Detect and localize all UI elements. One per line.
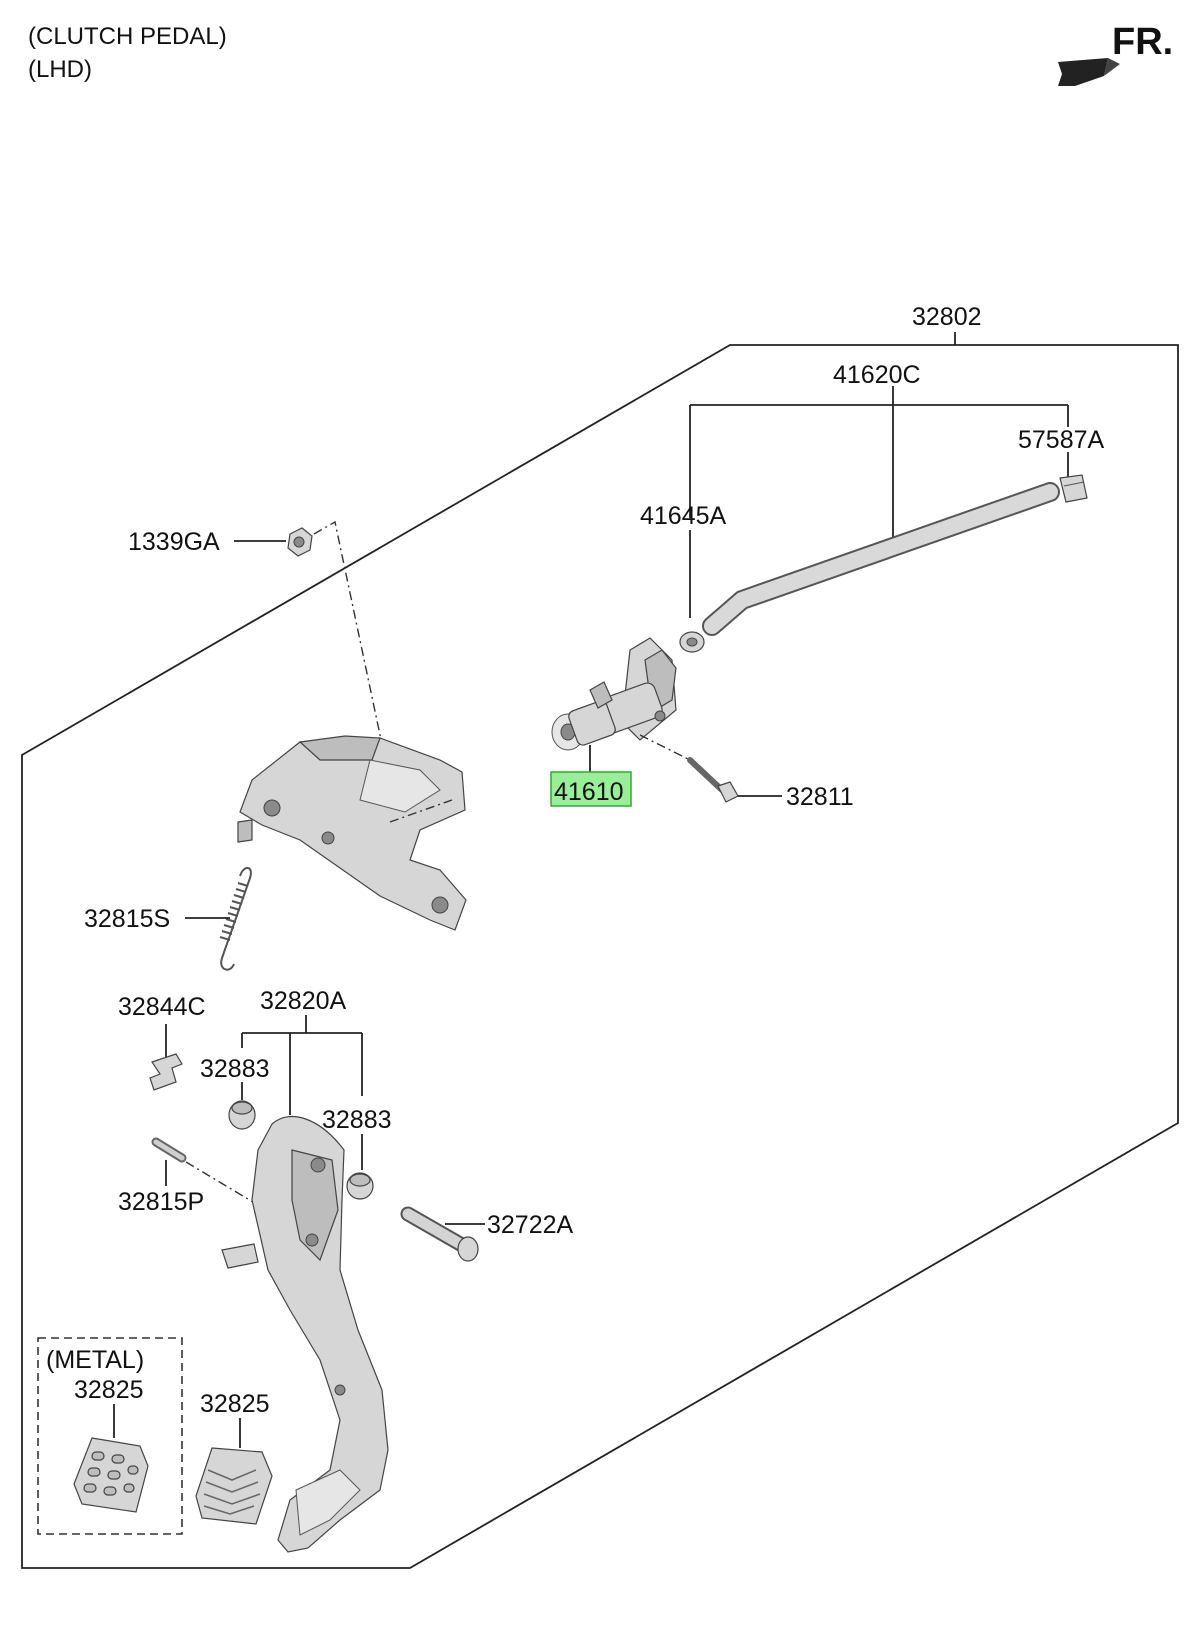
label-32820A[interactable]: 32820A (260, 987, 347, 1015)
label-32815P[interactable]: 32815P (118, 1188, 204, 1216)
label-metal: (METAL) (46, 1346, 144, 1374)
label-32825-metal[interactable]: 32825 (74, 1376, 144, 1404)
clutch-pedal-arm (221, 1115, 389, 1553)
pin-32815P (151, 1137, 187, 1163)
label-1339GA[interactable]: 1339GA (128, 528, 220, 556)
centerline-32815P (185, 1161, 259, 1206)
metal-option-box (37, 1337, 183, 1535)
bushing-32883-lower (346, 1172, 374, 1200)
pedal-bracket (237, 735, 467, 931)
assembly-outline (21, 344, 1179, 1569)
centerline-1339GA (313, 520, 399, 821)
label-32802[interactable]: 32802 (912, 303, 982, 331)
centerline-bracket (389, 799, 453, 823)
label-41645A[interactable]: 41645A (640, 502, 727, 530)
bracket-32820A (241, 1015, 363, 1115)
label-32883-lower[interactable]: 32883 (322, 1106, 392, 1134)
diagram-title: (CLUTCH PEDAL) (28, 23, 227, 50)
label-32722A[interactable]: 32722A (487, 1211, 574, 1239)
nut-1339GA (287, 527, 313, 557)
shaft-32722A (400, 1206, 479, 1262)
diagram-subtitle: (LHD) (28, 56, 92, 83)
label-32811[interactable]: 32811 (786, 783, 854, 811)
label-41620C[interactable]: 41620C (833, 361, 921, 389)
bracket-41620C (689, 386, 1069, 618)
return-spring-32815S (219, 867, 252, 971)
bolt-32811 (687, 757, 739, 803)
clutch-hose (702, 482, 1060, 636)
label-41610[interactable]: 41610 (554, 778, 624, 806)
front-arrow-icon (1058, 58, 1120, 86)
label-32844C[interactable]: 32844C (118, 993, 206, 1021)
label-32883-upper[interactable]: 32883 (200, 1055, 270, 1083)
label-32825[interactable]: 32825 (200, 1390, 270, 1418)
bushing-32883-upper (228, 1100, 256, 1130)
centerline-32811 (639, 734, 691, 761)
highlight-41610 (550, 771, 632, 807)
label-57587A[interactable]: 57587A (1018, 426, 1105, 454)
front-label: FR. (1112, 21, 1173, 63)
rubber-pedal-pad (195, 1447, 273, 1525)
clip-32844C (149, 1053, 183, 1091)
label-32815S[interactable]: 32815S (84, 905, 170, 933)
hose-clamp-41645A (679, 631, 705, 653)
metal-pedal-pad (73, 1437, 149, 1513)
hose-clip-57587A (1059, 474, 1088, 503)
clutch-master-cylinder (551, 637, 677, 751)
